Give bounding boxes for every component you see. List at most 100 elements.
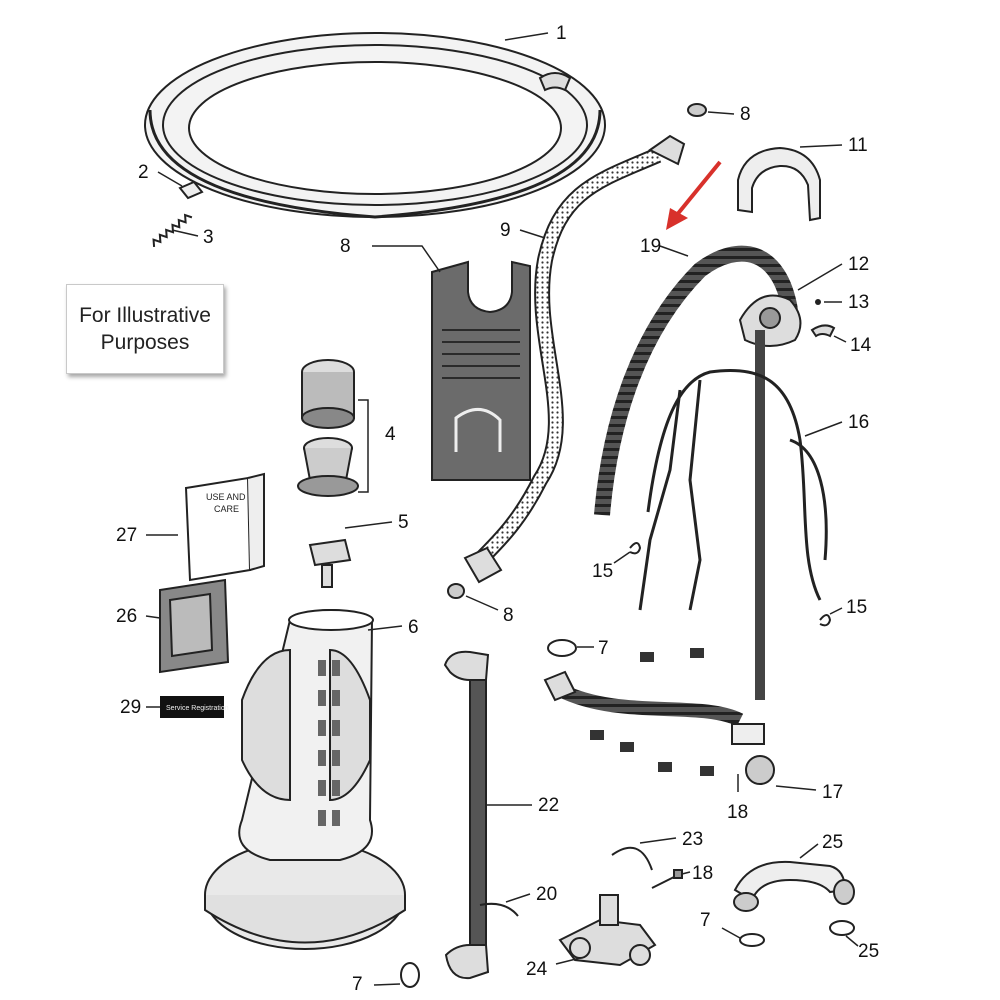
washer-part-top	[687, 103, 707, 117]
callout-leader-22	[639, 837, 677, 844]
callout-7c: 7	[700, 910, 711, 931]
notice-line-1: For Illustrative	[79, 304, 211, 327]
callout-18b: 18	[692, 863, 713, 884]
instruction-tag-part	[431, 260, 531, 481]
callout-leader-24	[799, 843, 819, 859]
callout-14: 14	[850, 335, 872, 356]
callout-leader-25	[845, 935, 859, 947]
callout-15b: 15	[846, 597, 867, 618]
callout-leader-8a	[707, 111, 735, 115]
clip-part	[178, 180, 204, 200]
seal-part	[829, 920, 855, 936]
callout-1: 1	[556, 23, 567, 44]
wire-harness-part	[638, 330, 828, 700]
callout-leader-7b	[373, 983, 401, 986]
valve-screw-part	[651, 869, 683, 889]
callout-24: 25	[822, 832, 843, 853]
drain-pipe-part	[443, 650, 490, 980]
callout-15a: 15	[592, 561, 613, 582]
callout-leader-10	[372, 245, 441, 273]
callout-12: 12	[848, 254, 869, 275]
callout-leader-2	[157, 171, 183, 187]
agitator-part	[204, 609, 406, 950]
callout-leader-3	[171, 229, 199, 237]
callout-leader-18b	[681, 871, 691, 875]
callout-17: 17	[822, 782, 843, 803]
callout-11: 11	[848, 135, 868, 156]
o-ring-part-bottom	[400, 962, 420, 988]
o-ring-part-valve	[739, 933, 765, 947]
fill-hose-part	[463, 134, 686, 584]
sump-hose-part	[543, 648, 775, 785]
callout-leader-15a	[613, 551, 631, 564]
callout-leader-12	[797, 263, 843, 291]
callout-10: 8	[340, 236, 351, 257]
callout-13: 13	[848, 292, 869, 313]
spring-part	[152, 213, 193, 247]
pump-housing-part	[738, 294, 802, 347]
callout-leader-23	[555, 957, 581, 965]
callout-3: 3	[203, 227, 214, 248]
callout-22: 23	[682, 829, 703, 850]
water-valve-part	[558, 894, 657, 967]
registration-card-part: Service Registration	[160, 696, 229, 718]
illustrative-notice: For Illustrative Purposes	[66, 284, 224, 374]
washer-part-bottom	[447, 583, 465, 599]
manual-title-line2: CARE	[214, 504, 239, 514]
callout-leader-5	[344, 521, 393, 529]
callout-23: 24	[526, 959, 548, 980]
agitator-bolt-part	[308, 538, 352, 588]
callout-18a: 18	[727, 802, 748, 823]
callout-leader-14	[833, 335, 847, 343]
callout-leader-19	[659, 245, 689, 257]
callout-5: 5	[398, 512, 409, 533]
hose-bracket-part	[737, 146, 821, 222]
callout-8b: 8	[503, 605, 514, 626]
callout-leader-20	[505, 893, 531, 903]
clamp-part	[810, 324, 836, 338]
screw-part	[815, 299, 821, 305]
callout-leader-11	[799, 144, 843, 148]
o-ring-part-right	[547, 639, 577, 657]
callout-19: 19	[640, 236, 661, 257]
card-text: Service Registration	[166, 705, 229, 712]
callout-29: 29	[120, 697, 141, 718]
highlight-arrow	[666, 160, 722, 230]
callout-9: 9	[500, 220, 511, 241]
callout-20: 20	[536, 884, 557, 905]
callout-21: 22	[538, 795, 559, 816]
literature-pack-part	[159, 578, 230, 674]
callout-2: 2	[138, 162, 149, 183]
callout-leader-1	[504, 32, 549, 41]
callout-4: 4	[385, 424, 396, 445]
callout-7a: 7	[598, 638, 609, 659]
callout-leader-26	[145, 615, 161, 619]
callout-leader-6	[367, 625, 403, 631]
callout-leader-16	[804, 421, 843, 437]
manual-title-line1: USE AND	[206, 492, 246, 502]
callout-16: 16	[848, 412, 869, 433]
callout-25: 25	[858, 941, 879, 962]
elbow-hose-part	[733, 860, 855, 912]
callout-leader-7c	[721, 927, 741, 939]
callout-6: 6	[408, 617, 419, 638]
agitator-cam-part	[297, 359, 359, 497]
owners-manual-part: USE AND CARE	[184, 472, 265, 582]
hose-clip-part-right	[819, 614, 832, 627]
callout-8a: 8	[740, 104, 751, 125]
callout-26: 26	[116, 606, 137, 627]
callout-leader-15b	[829, 607, 843, 615]
notice-line-2: Purposes	[100, 331, 190, 354]
tub-ring-part	[144, 32, 606, 219]
hose-clamp-part	[611, 846, 653, 871]
callout-leader-9	[519, 229, 546, 239]
hose-clip-part-left	[629, 542, 642, 555]
callout-leader-8b	[465, 595, 499, 611]
callout-leader-17	[775, 785, 817, 791]
callout-27: 27	[116, 525, 137, 546]
wire-clip-part	[479, 902, 519, 917]
drain-hose-part	[594, 245, 798, 516]
callout-7b: 7	[352, 974, 363, 995]
callout-leader-4	[358, 399, 369, 493]
